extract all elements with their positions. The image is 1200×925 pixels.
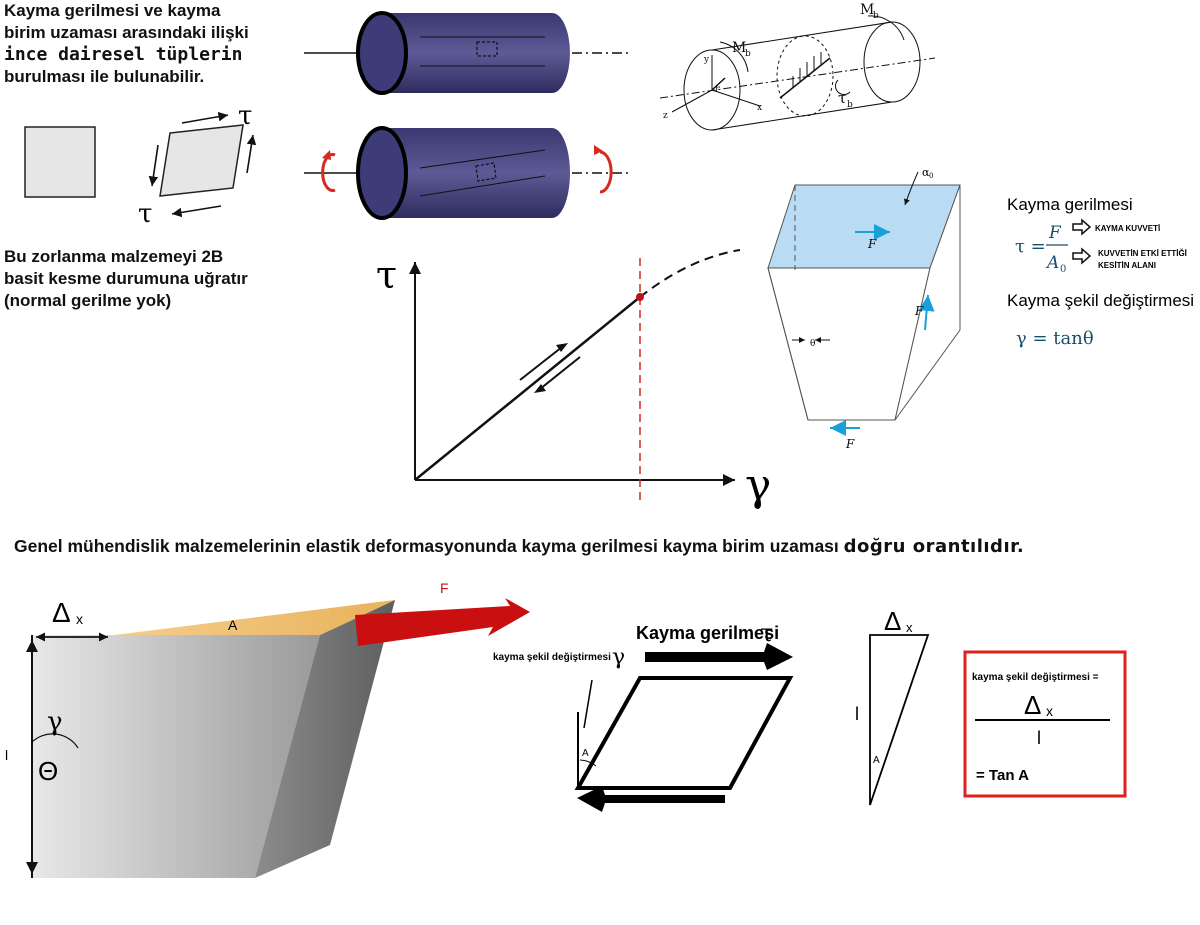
box-alpha-sub: 0 [929,172,933,180]
length-l-label: l [5,747,8,763]
plot-tau-label: τ [376,253,397,297]
box-title: kayma şekil değiştirmesi = [972,672,1099,683]
tube-twisted [304,126,630,220]
box-numerator-sub: x [1046,703,1053,719]
tan-formula-box: kayma şekil değiştirmesi = Δ x l = Tan A [963,650,1127,798]
formula-numerator: F [1048,223,1062,243]
tube-untwisted [304,11,630,95]
gamma-label: γ [47,707,63,737]
z-axis-label: z [663,111,668,121]
tau-label-top: τ [238,101,252,131]
box-theta-label: θ [810,339,815,349]
radius-label: r [715,84,720,95]
delta-x-label: Δ [52,597,71,628]
mb-label-2: M [860,2,874,18]
angle-A-label: A [582,748,589,759]
twist-arrow-right [599,150,613,194]
label-kayma-kuvveti: KAYMA KUVVETİ [1095,224,1160,233]
note-line-3: (normal gerilme yok) [4,291,172,310]
note-line-2: basit kesme durumuna uğratır [4,269,248,288]
theta-label: Θ [38,756,58,786]
banner-main: Genel mühendislik malzemelerinin elastik… [14,536,844,556]
arrow-icon [1072,218,1092,236]
mb-label-1: M [732,40,746,56]
area-A-label: A [228,617,238,633]
box-F-top: F [867,237,877,251]
square-element [24,126,96,198]
strain-label: kayma şekil değiştirmesi [493,652,611,663]
stress-label: Kayma gerilmesi [636,623,779,643]
plot-gamma-label: γ [745,460,771,511]
box-F-bottom: F [845,437,855,451]
formula-den-sub: 0 [1060,264,1066,275]
triangle-A-label: A [873,755,880,766]
torsion-labels: M b M b τ b r x y z [663,2,879,121]
triangle-delta: Δ [884,606,901,636]
note-text: Bu zorlanma malzemeyi 2B basit kesme dur… [4,246,304,312]
force-F-label: F [440,580,449,596]
triangle-l-label: l [855,704,859,724]
tau-b-sub: b [847,100,853,110]
torsion-sketch [659,15,936,131]
shear-parallelogram: Kayma gerilmesi τ kayma şekil değiştirme… [493,619,794,812]
box-tan: = Tan A [976,767,1029,784]
mb-sub-1: b [745,49,751,59]
arrow-icon [1072,247,1092,265]
formula-tau-eq: τ = [1015,236,1046,257]
triangle-delta-sub: x [906,620,913,635]
x-axis-label: x [757,103,762,113]
intro-line-1: Kayma gerilmesi ve kayma [4,1,221,20]
formula-title-1: Kayma gerilmesi [1007,195,1133,214]
intro-line-2: birim uzaması arasındaki ilişki [4,23,249,42]
strain-gamma-symbol: γ [612,645,625,670]
note-line-1: Bu zorlanma malzemeyi 2B [4,247,224,266]
intro-line-3: ince dairesel tüplerin [4,44,243,65]
box-F-side: F [914,304,924,318]
shear-block-3d: Δ x A F γ Θ l [5,580,530,878]
tau-b-label: τ [838,89,846,107]
banner-text: Genel mühendislik malzemelerinin elastik… [14,536,1194,557]
tau-label-bottom: τ [138,199,152,229]
intro-text: Kayma gerilmesi ve kayma birim uzaması a… [4,0,304,88]
y-axis-label: y [703,55,710,65]
banner-emphasis: doğru orantılıdır. [843,536,1025,557]
label-kesit-1: KUVVETİN ETKİ ETTİĞİ [1098,249,1187,258]
sheared-element: τ τ [138,101,257,229]
formula-title-2: Kayma şekil değiştirmesi [1007,291,1194,310]
mb-sub-2: b [873,11,879,21]
formula-panel: Kayma gerilmesi τ = F A 0 KAYMA KUVVETİ … [1007,195,1194,349]
formula-denominator: A [1045,253,1059,273]
label-kesit-2: KESİTİN ALANI [1098,261,1156,270]
tau-gamma-plot: τ γ [376,249,771,511]
stress-tau-symbol: τ [760,619,773,647]
strain-triangle: Δ x A l [855,606,930,806]
intro-line-4: burulması ile bulunabilir. [4,67,205,86]
delta-x-sub: x [76,611,83,627]
box-numerator: Δ [1024,690,1041,720]
formula-gamma-eq: γ = tanθ [1016,328,1094,349]
box-denominator: l [1037,728,1041,748]
sheared-box-3d: F F F α 0 θ [767,166,961,451]
box-alpha-label: α [922,166,930,179]
